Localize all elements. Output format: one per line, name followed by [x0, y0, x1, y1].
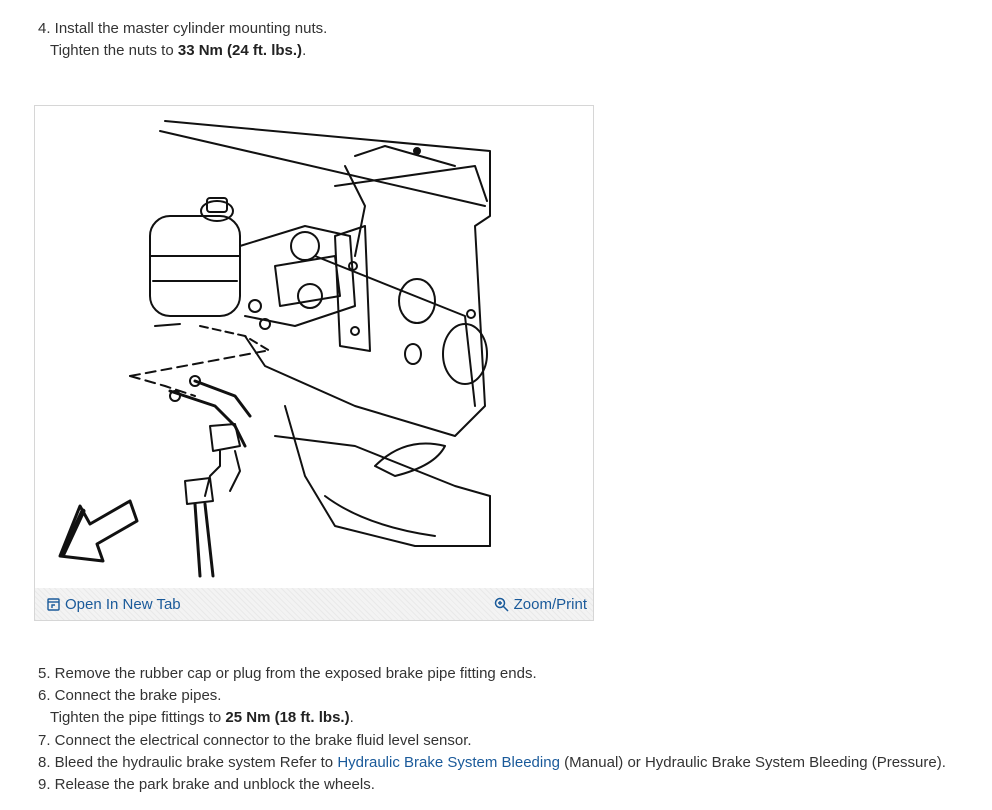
step-6-line-2: Tighten the pipe fittings to 25 Nm (18 f…: [50, 708, 354, 728]
step-8-suffix: (Manual) or Hydraulic Brake System Bleed…: [559, 754, 946, 771]
zoom-in-icon: [494, 597, 509, 612]
open-in-new-tab-link[interactable]: Open In New Tab: [47, 596, 181, 613]
step-6-suffix: .: [349, 709, 354, 726]
step-4-line-1: 4. Install the master cylinder mounting …: [38, 20, 328, 37]
figure-toolbar: Open In New Tab Zoom/Print: [35, 588, 593, 620]
step-9: 9. Release the park brake and unblock th…: [38, 776, 375, 793]
hydraulic-brake-bleeding-link[interactable]: Hydraulic Brake System Bleeding: [337, 754, 560, 771]
master-cylinder-illustration: [58, 120, 491, 578]
step-4-torque: 33 Nm (24 ft. lbs.): [177, 42, 303, 59]
zoom-print-link[interactable]: Zoom/Print: [494, 596, 587, 613]
open-in-new-tab-label: Open In New Tab: [65, 596, 181, 613]
step-4-prefix: Tighten the nuts to: [50, 42, 178, 59]
step-6-prefix: Tighten the pipe fittings to: [50, 709, 226, 726]
step-4-suffix: .: [302, 42, 307, 59]
step-6-torque: 25 Nm (18 ft. lbs.): [225, 709, 350, 726]
step-8-prefix: 8. Bleed the hydraulic brake system Refe…: [38, 754, 338, 771]
illustration-figure: Open In New Tab Zoom/Print: [34, 105, 594, 621]
step-8: 8. Bleed the hydraulic brake system Refe…: [38, 753, 946, 773]
step-6-line-1: 6. Connect the brake pipes.: [38, 687, 222, 704]
step-4-line-2: Tighten the nuts to 33 Nm (24 ft. lbs.).: [50, 41, 306, 61]
step-5: 5. Remove the rubber cap or plug from th…: [38, 665, 537, 682]
step-7: 7. Connect the electrical connector to t…: [38, 732, 472, 749]
new-tab-icon: [47, 598, 60, 611]
zoom-print-label: Zoom/Print: [513, 596, 587, 613]
